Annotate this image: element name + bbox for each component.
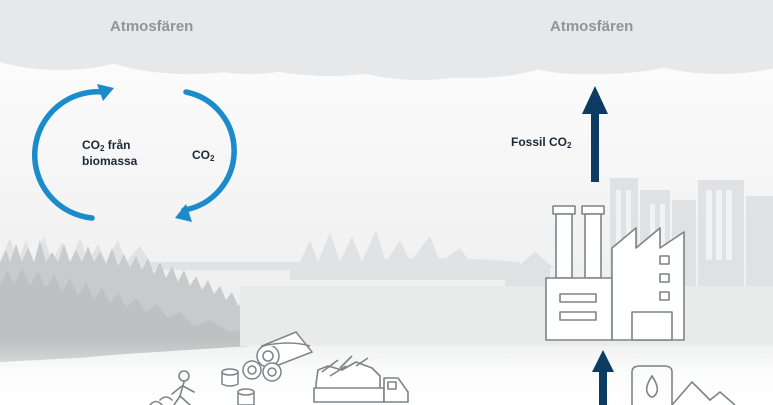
- co2-label: CO2: [192, 148, 215, 163]
- cloud-icon: [0, 0, 773, 80]
- circular-arrow-icon: [181, 89, 237, 213]
- up-arrow-icon: [599, 370, 607, 405]
- oil-drop-icon: [631, 365, 736, 405]
- ground-band: [240, 286, 773, 346]
- atmosphere-label-left: Atmosfären: [110, 18, 194, 35]
- circular-arrow-icon: [31, 88, 107, 221]
- circular-arrow-head-icon: [97, 84, 114, 101]
- co2-from-biomass-line2: biomassa: [82, 154, 138, 168]
- city-windows: [616, 190, 732, 260]
- up-arrow-icon: [591, 112, 599, 182]
- atmosphere-label-right: Atmosfären: [550, 18, 634, 35]
- forest-icon: [0, 240, 268, 405]
- co2-from-biomass-line1: CO2 från: [82, 138, 131, 153]
- logs-icon: [242, 331, 314, 382]
- factory-icon: [545, 205, 685, 341]
- person-icon: [149, 370, 195, 405]
- truck-icon: [313, 355, 409, 403]
- up-arrow-head-icon: [582, 86, 608, 114]
- co2-from-biomass-label: CO2 från biomassa: [82, 138, 137, 169]
- fossil-co2-label: Fossil CO2: [511, 135, 572, 150]
- up-arrow-head-icon: [592, 350, 614, 372]
- forest-background-icon: [0, 230, 520, 280]
- tree-stump-icon: [221, 368, 255, 405]
- circular-arrow-head-icon: [175, 204, 192, 222]
